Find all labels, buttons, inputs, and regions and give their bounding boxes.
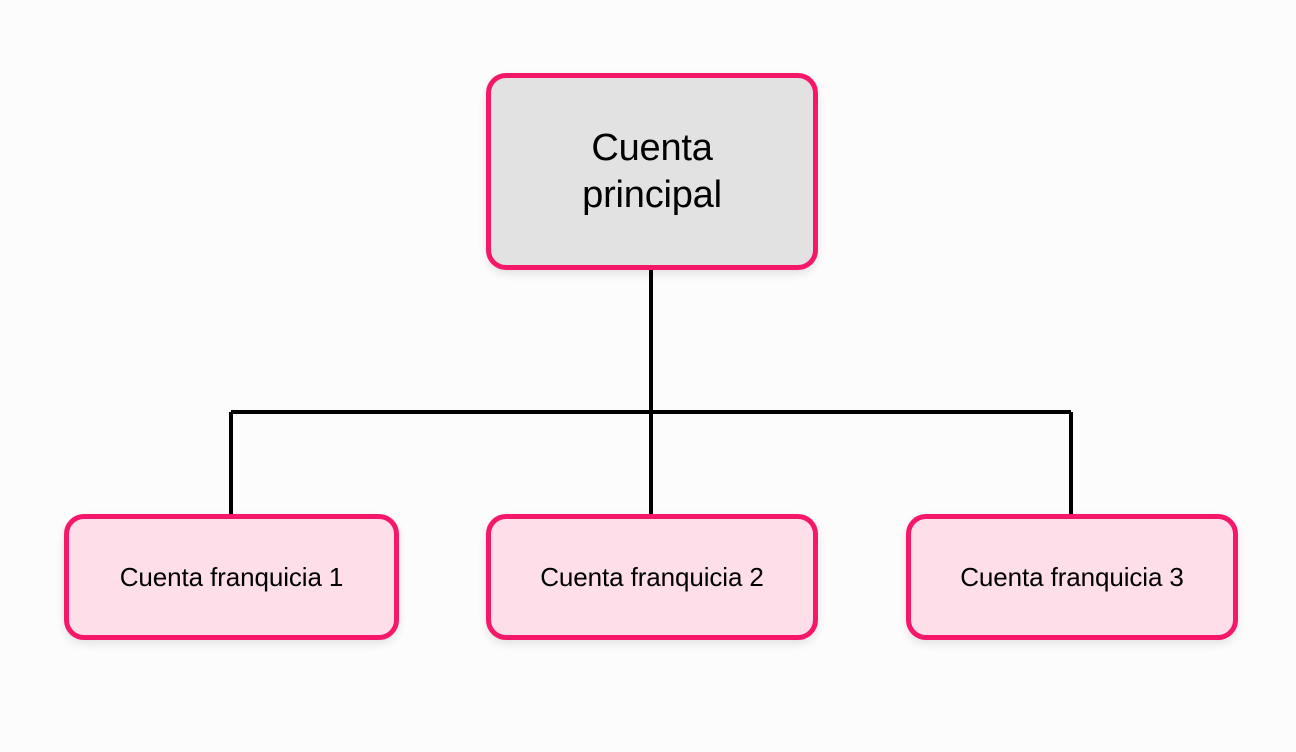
node-child-1-label: Cuenta franquicia 1 <box>119 561 344 592</box>
node-child-2-label: Cuenta franquicia 2 <box>540 561 764 592</box>
node-child-cuenta-franquicia-2[interactable]: Cuenta franquicia 2 <box>486 514 818 640</box>
node-root-cuenta-principal[interactable]: Cuenta principal <box>486 73 818 270</box>
node-child-cuenta-franquicia-1[interactable]: Cuenta franquicia 1 <box>64 514 399 640</box>
node-child-3-label: Cuenta franquicia 3 <box>960 561 1184 592</box>
node-child-cuenta-franquicia-3[interactable]: Cuenta franquicia 3 <box>906 514 1238 640</box>
node-root-label: Cuenta principal <box>582 127 722 216</box>
